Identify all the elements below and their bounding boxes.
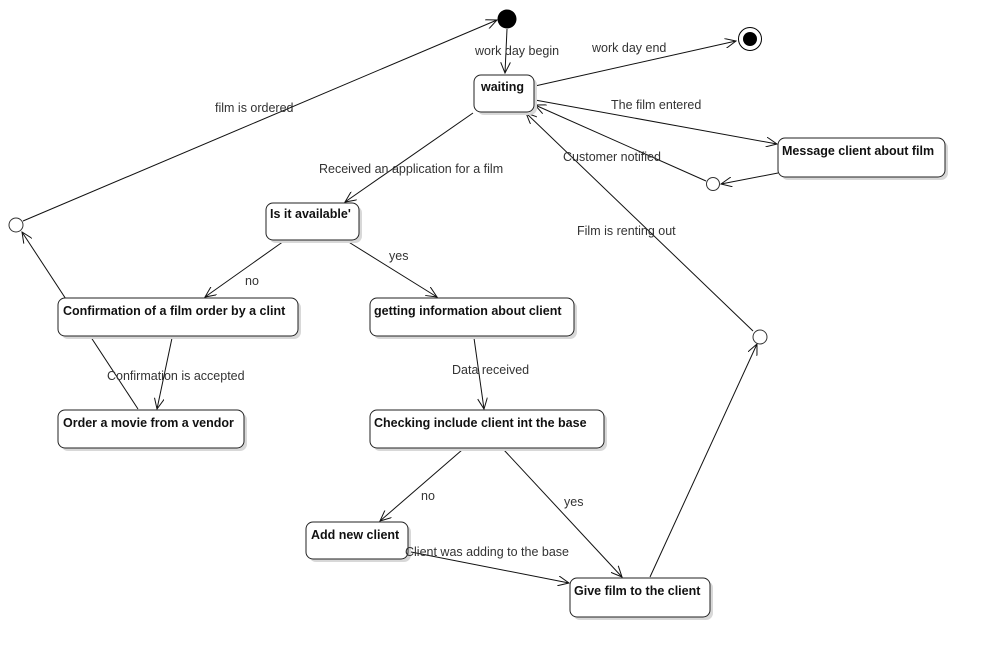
final-node-inner xyxy=(743,32,757,46)
state-give-film: Give film to the client xyxy=(569,577,713,620)
label-client-added: Client was adding to the base xyxy=(405,545,569,559)
junction-left xyxy=(8,217,24,233)
state-getting-info-label: getting information about client xyxy=(374,304,562,318)
edge-start-to-waiting xyxy=(505,28,507,73)
label-yes-checking: yes xyxy=(564,495,583,509)
label-no-available: no xyxy=(245,274,259,288)
label-customer-notified: Customer notified xyxy=(563,150,661,164)
transition-labels: work day begin work day end The film ent… xyxy=(107,41,701,559)
state-checking-include: Checking include client int the base xyxy=(369,409,607,451)
label-film-renting-out: Film is renting out xyxy=(577,224,676,238)
edge-available-to-confirmation xyxy=(205,240,285,297)
label-work-day-begin: work day begin xyxy=(474,44,559,58)
edge-junction-to-waiting xyxy=(535,105,707,182)
edge-message-to-junction xyxy=(721,172,779,184)
edge-waiting-to-available xyxy=(345,112,474,202)
label-film-ordered: film is ordered xyxy=(215,101,294,115)
label-received-application: Received an application for a film xyxy=(319,162,503,176)
state-message-client-label: Message client about film xyxy=(782,144,934,158)
edge-checking-to-add-client xyxy=(380,449,463,521)
state-is-available: Is it available' xyxy=(265,202,362,243)
edge-waiting-to-end xyxy=(534,41,736,87)
junction-right xyxy=(752,329,768,345)
edge-confirmation-to-order xyxy=(157,337,173,409)
state-give-film-label: Give film to the client xyxy=(574,584,701,598)
edge-add-client-to-give-film xyxy=(405,550,569,583)
edge-checking-to-give-film xyxy=(503,449,622,577)
edge-junction-left-to-start xyxy=(22,20,497,222)
state-add-new-client: Add new client xyxy=(305,521,411,562)
edge-getting-info-to-checking xyxy=(473,337,484,409)
edge-waiting-to-message xyxy=(534,99,777,144)
state-order-movie: Order a movie from a vendor xyxy=(57,409,247,451)
state-checking-include-label: Checking include client int the base xyxy=(374,416,587,430)
edge-available-to-getting-info xyxy=(346,240,437,297)
label-yes-available: yes xyxy=(389,249,408,263)
label-film-entered: The film entered xyxy=(611,98,701,112)
initial-node xyxy=(497,9,517,29)
state-waiting: waiting xyxy=(473,74,537,115)
edge-give-film-to-junction-right xyxy=(649,344,757,578)
label-no-checking: no xyxy=(421,489,435,503)
state-message-client: Message client about film xyxy=(777,137,948,180)
pseudo-states xyxy=(8,9,768,345)
label-data-received: Data received xyxy=(452,363,529,377)
state-is-available-label: Is it available' xyxy=(270,207,351,221)
state-confirmation-order-label: Confirmation of a film order by a clint xyxy=(63,304,286,318)
transitions xyxy=(22,20,778,583)
edge-junction-right-to-waiting xyxy=(526,113,754,332)
label-confirmation-accepted: Confirmation is accepted xyxy=(107,369,245,383)
state-order-movie-label: Order a movie from a vendor xyxy=(63,416,234,430)
junction-notified xyxy=(706,177,720,191)
state-getting-info: getting information about client xyxy=(369,297,577,339)
label-work-day-end: work day end xyxy=(591,41,666,55)
state-add-new-client-label: Add new client xyxy=(311,528,400,542)
state-confirmation-order: Confirmation of a film order by a clint xyxy=(57,297,301,339)
state-waiting-label: waiting xyxy=(480,80,524,94)
